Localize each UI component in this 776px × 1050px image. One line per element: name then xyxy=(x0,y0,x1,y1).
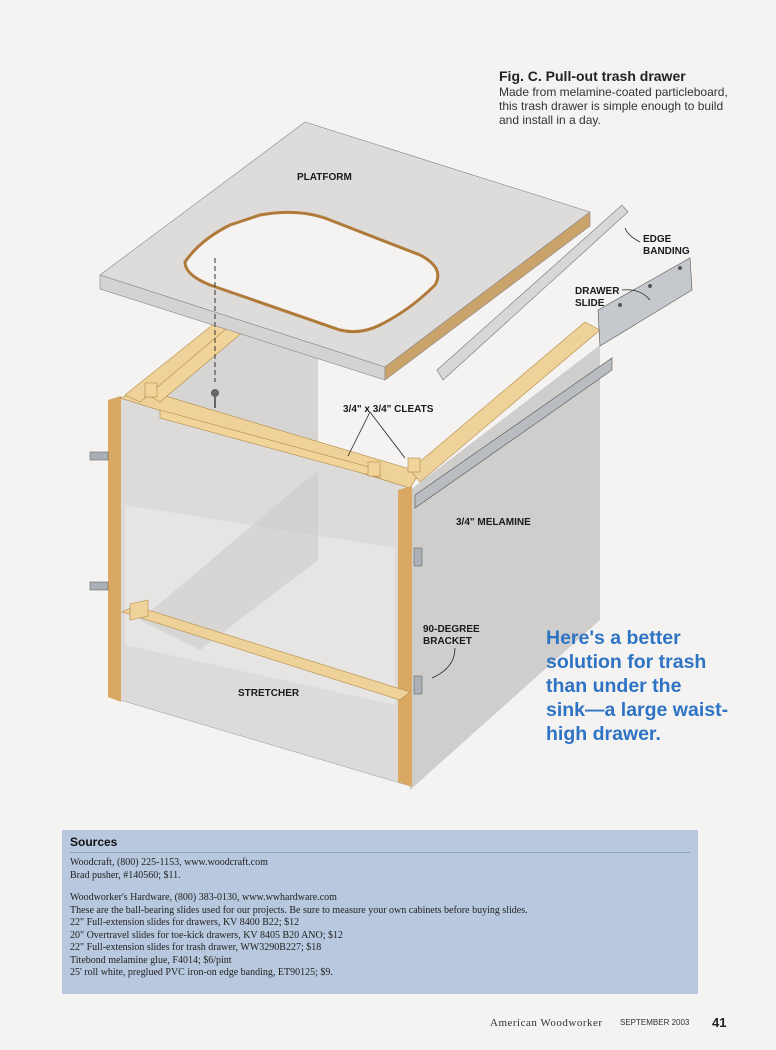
label-bracket-1: 90-DEGREE xyxy=(423,624,480,635)
sources-box: Sources Woodcraft, (800) 225-1153, www.w… xyxy=(62,830,698,994)
label-drawer-slide-2: SLIDE xyxy=(575,298,605,309)
caption-line: and install in a day. xyxy=(499,113,601,127)
slide-hole xyxy=(678,266,682,270)
bracket-right-bottom xyxy=(413,675,423,695)
issue-date: SEPTEMBER 2003 xyxy=(620,1018,690,1027)
label-edge-banding-1: EDGE xyxy=(643,234,672,245)
inner-shadow xyxy=(140,470,318,650)
bracket-left-bottom xyxy=(89,581,109,591)
pull-quote-line: high drawer. xyxy=(546,723,661,745)
pull-quote-line: sink—a large waist- xyxy=(546,699,729,721)
label-cleats: 3/4" x 3/4" CLEATS xyxy=(343,404,434,415)
pull-quote: Here's a better solution for trash than … xyxy=(546,626,746,746)
pull-quote-line: solution for trash xyxy=(546,651,707,673)
drawer-slide-rail xyxy=(414,357,613,509)
drawer-slide-extension xyxy=(597,257,693,347)
pull-quote-line: than under the xyxy=(546,675,682,697)
trash-drawer-illustration: PLATFORM EDGE BANDING DRAWER SLIDE 3/4" … xyxy=(89,121,693,790)
bracket-right-top xyxy=(413,547,423,567)
slide-hole xyxy=(618,303,622,307)
cleat-front xyxy=(159,409,381,479)
label-bracket-2: BRACKET xyxy=(423,636,472,647)
cleats-leader xyxy=(347,411,406,459)
pull-quote-line: Here's a better xyxy=(546,627,681,649)
label-melamine: 3/4" MELAMINE xyxy=(456,517,531,528)
caption-line: Made from melamine-coated particleboard, xyxy=(499,85,728,99)
cleat-block xyxy=(367,461,381,477)
figure-caption: Fig. C. Pull-out trash drawer Made from … xyxy=(499,68,759,127)
edge-banding-strip xyxy=(436,204,629,381)
label-platform: PLATFORM xyxy=(297,172,352,183)
front-panel-shadow xyxy=(125,505,395,705)
magazine-name: American Woodworker xyxy=(490,1017,603,1029)
label-drawer-slide-1: DRAWER xyxy=(575,286,620,297)
slide-hole xyxy=(648,284,652,288)
source-line: Woodworker's Hardware, (800) 383-0130, w… xyxy=(70,892,337,903)
source-line: 25' roll white, preglued PVC iron-on edg… xyxy=(70,967,333,978)
platform-edge-right xyxy=(384,211,591,381)
front-right-edge xyxy=(398,486,412,787)
page-footer: American Woodworker SEPTEMBER 2003 41 xyxy=(490,1015,740,1033)
label-stretcher: STRETCHER xyxy=(238,688,300,699)
right-side-panel xyxy=(410,345,600,790)
figure-caption-text: Made from melamine-coated particleboard,… xyxy=(499,85,759,127)
front-left-edge xyxy=(108,396,121,702)
source-line: 20" Overtravel slides for toe-kick drawe… xyxy=(70,929,344,941)
drawer-slide-leader xyxy=(621,289,651,301)
page-number: 41 xyxy=(712,1015,727,1030)
edge-banding-leader xyxy=(624,227,641,243)
sources-title: Sources xyxy=(70,834,690,853)
source-line: 22" Full-extension slides for drawers, K… xyxy=(70,917,300,928)
stretcher-block xyxy=(129,599,149,621)
source-line: Titebond melamine glue, F4014; $6/pint xyxy=(70,954,232,966)
platform-cutout xyxy=(183,210,440,334)
screw xyxy=(211,389,219,397)
figure-title: Fig. C. Pull-out trash drawer xyxy=(499,68,686,84)
cleat-block xyxy=(407,457,421,473)
bracket-leader xyxy=(431,647,456,679)
bracket-left-top xyxy=(89,451,109,461)
source-line: Brad pusher, #140560; $11. xyxy=(70,869,181,881)
source-line: Woodcraft, (800) 225-1153, www.woodcraft… xyxy=(70,857,268,868)
cleat-block xyxy=(144,382,158,398)
caption-line: this trash drawer is simple enough to bu… xyxy=(499,99,724,113)
source-line: 22" Full-extension slides for trash draw… xyxy=(70,942,322,953)
source-line: These are the ball-bearing slides used f… xyxy=(70,904,528,916)
label-edge-banding-2: BANDING xyxy=(643,246,690,257)
